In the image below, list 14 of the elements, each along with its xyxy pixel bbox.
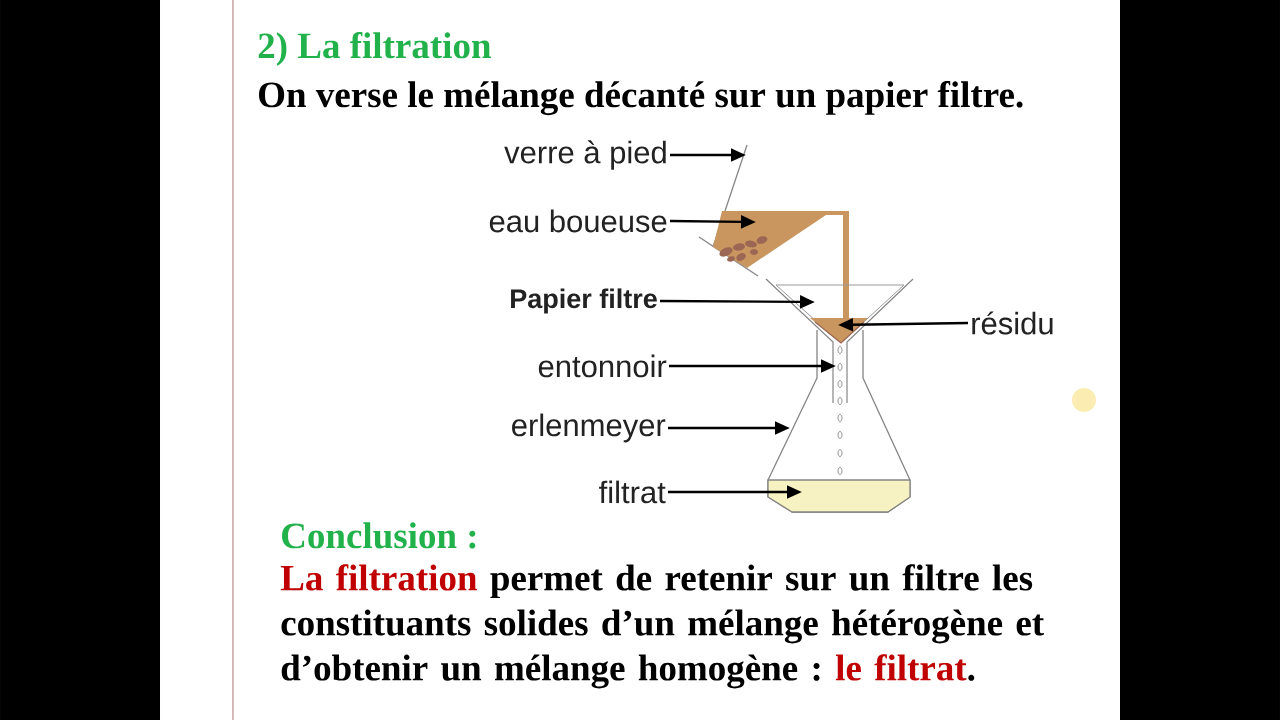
instruction-text: On verse le mélange décanté sur un papier filtre.	[259, 80, 1023, 116]
part-label: verre à pied	[504, 140, 666, 170]
heading: 2) La filtration	[258, 31, 491, 66]
part-label: résidu	[972, 311, 1053, 335]
part-label: filtrat	[599, 480, 666, 504]
part-label: entonnoir	[538, 354, 667, 378]
conclusion-text: La filtration permet de retenir sur un filtre les constituants solides d’un mélange hétérogène et d’obtenir un mélange homogène : le filtrat.	[280, 564, 1044, 689]
part-label: eau boueuse	[489, 209, 667, 233]
part-label: erlenmeyer	[512, 413, 666, 443]
funnel	[765, 278, 914, 404]
part-label: Papier filtre	[511, 288, 657, 314]
section-heading: Conclusion :	[282, 522, 476, 549]
muddy-water	[713, 211, 849, 320]
filtrate-liquid	[767, 479, 911, 513]
